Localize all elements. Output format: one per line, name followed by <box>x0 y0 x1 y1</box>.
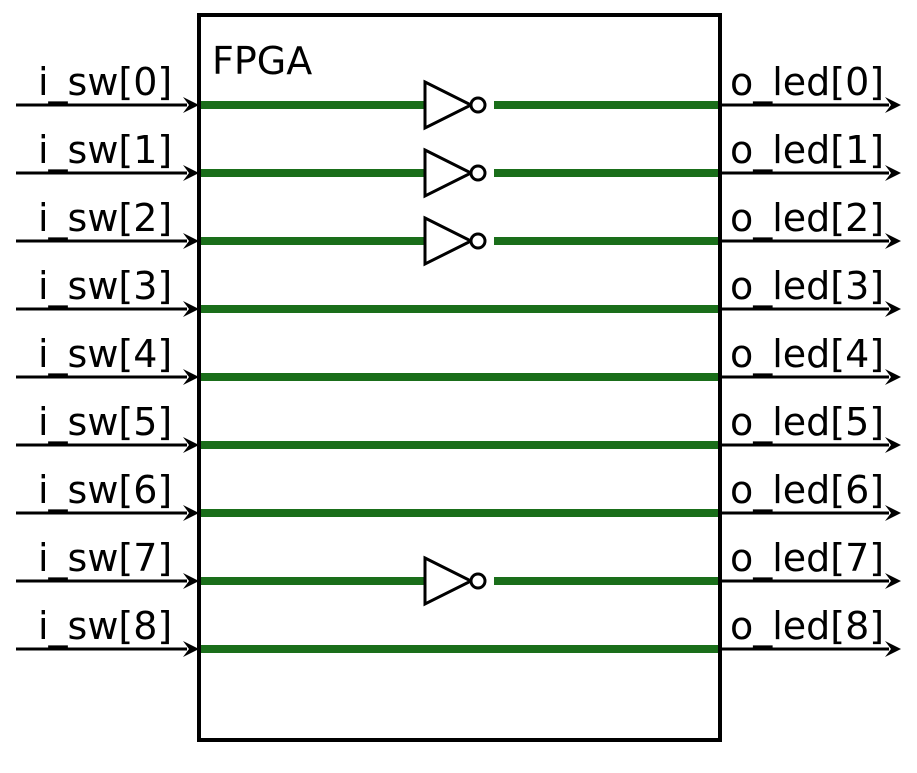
input-arrow-arrowhead <box>183 369 199 385</box>
inverter-gate <box>423 555 475 607</box>
output-label: o_led[3] <box>730 264 884 308</box>
input-label: i_sw[2] <box>38 196 172 240</box>
input-arrow-arrowhead <box>183 301 199 317</box>
inverter-gate <box>423 79 475 131</box>
input-label: i_sw[1] <box>38 128 172 172</box>
inverter-bubble <box>469 572 487 590</box>
input-arrow-arrowhead <box>183 505 199 521</box>
inverter-bubble <box>469 96 487 114</box>
input-label: i_sw[8] <box>38 604 172 648</box>
inverter-bubble <box>469 232 487 250</box>
output-arrow-arrowhead <box>885 165 901 181</box>
output-label: o_led[0] <box>730 60 884 104</box>
output-label: o_led[7] <box>730 536 884 580</box>
input-arrow-arrowhead <box>183 437 199 453</box>
input-label: i_sw[6] <box>38 468 172 512</box>
input-arrow-arrowhead <box>183 165 199 181</box>
input-label: i_sw[0] <box>38 60 172 104</box>
inverter-gate <box>423 215 475 267</box>
output-arrow-arrowhead <box>885 233 901 249</box>
output-arrow-arrowhead <box>885 301 901 317</box>
input-label: i_sw[7] <box>38 536 172 580</box>
inverter-gate <box>423 147 475 199</box>
fpga-title: FPGA <box>212 39 312 83</box>
inverter-bubble <box>469 164 487 182</box>
input-label: i_sw[5] <box>38 400 172 444</box>
input-arrow-arrowhead <box>183 233 199 249</box>
output-label: o_led[4] <box>730 332 884 376</box>
input-label: i_sw[4] <box>38 332 172 376</box>
output-arrow-arrowhead <box>885 369 901 385</box>
output-label: o_led[2] <box>730 196 884 240</box>
input-arrow-arrowhead <box>183 641 199 657</box>
output-label: o_led[1] <box>730 128 884 172</box>
output-label: o_led[6] <box>730 468 884 512</box>
output-arrow-arrowhead <box>885 505 901 521</box>
output-label: o_led[8] <box>730 604 884 648</box>
output-arrow-arrowhead <box>885 437 901 453</box>
output-label: o_led[5] <box>730 400 884 444</box>
output-arrow-arrowhead <box>885 97 901 113</box>
input-arrow-arrowhead <box>183 97 199 113</box>
output-arrow-arrowhead <box>885 573 901 589</box>
input-arrow-arrowhead <box>183 573 199 589</box>
input-label: i_sw[3] <box>38 264 172 308</box>
output-arrow-arrowhead <box>885 641 901 657</box>
